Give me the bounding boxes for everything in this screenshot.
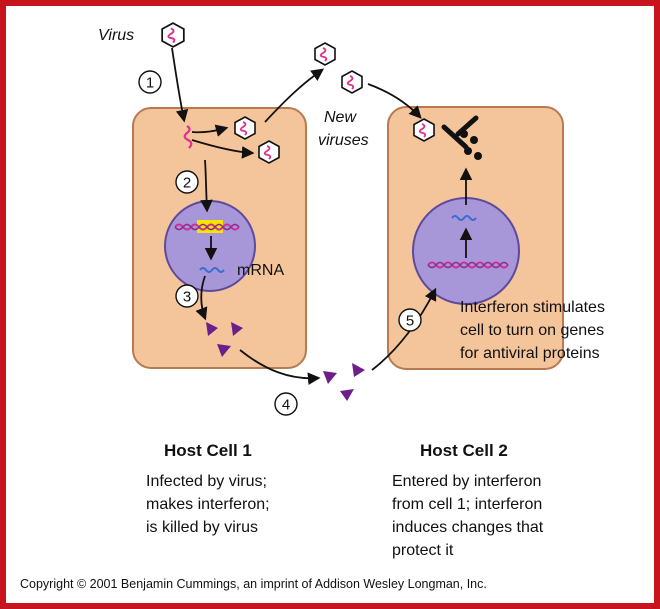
mrna-squiggle-cell-2 [451,215,477,221]
host-cell-2-desc-line-4: protect it [392,542,454,559]
mrna-squiggle-cell-1 [199,267,225,273]
interferon-molecule [340,389,354,401]
new-viruses-label-line-2: viruses [318,132,369,149]
dna-strand-cell-2b [427,261,509,269]
arrow-interferon-into-cell-2 [371,287,437,371]
step-4-number: 4 [282,397,290,414]
antiviral-protein [474,152,482,160]
interferon-molecule [352,363,365,377]
virus-icon-cell-2 [413,118,435,142]
virus-label: Virus [98,27,134,44]
interferon-gene-highlight [197,220,223,233]
viral-rna-in-cell-1 [183,125,193,149]
interferon-molecule [231,322,243,336]
virus-icon-new-a [314,42,336,66]
host-cell-1-desc-line-3: is killed by virus [146,519,258,536]
virus-icon-cell-1-b [258,140,280,164]
host-cell-2-desc-line-2: from cell 1; interferon [392,496,542,513]
step-4-marker: 4 [274,392,298,416]
antiviral-protein [460,130,468,138]
host-cell-2-title: Host Cell 2 [420,441,508,460]
interferon-note-line-3: for antiviral proteins [460,345,600,362]
host-cell-2-desc-line-3: induces changes that [392,519,544,536]
interferon-molecule [206,322,218,336]
interferon-molecule [217,344,231,357]
step-2-number: 2 [183,175,191,192]
virus-icon-new-b [341,70,363,94]
arrow-translation [195,275,208,321]
arrow-virus-entry [171,47,189,123]
interferon-note-line-1: Interferon stimulates [460,299,605,316]
dna-strand-cell-1b [174,223,240,231]
block-symbol [441,115,479,150]
antiviral-protein [470,136,478,144]
new-viruses-label-line-1: New [324,109,357,126]
copyright-notice: Copyright © 2001 Benjamin Cummings, an i… [20,577,487,591]
arrow-interferon-out [239,349,321,385]
step-5-marker: 5 [398,308,422,332]
arrow-replication-b [191,139,255,159]
virus-icon [161,22,185,48]
host-cell-1-desc-line-2: makes interferon; [146,496,270,513]
virus-icon-cell-1-a [234,116,256,140]
interferon-molecule [323,371,337,384]
step-2-marker: 2 [175,170,199,194]
interferon-note-line-2: cell to turn on genes [460,322,604,339]
arrow-viruses-to-cell-2 [367,83,422,119]
step-1-number: 1 [146,75,154,92]
arrow-viruses-release [264,68,325,123]
host-cell-2-desc-line-1: Entered by interferon [392,473,541,490]
host-cell-1-desc-line-1: Infected by virus; [146,473,267,490]
arrow-replication-a [191,124,229,137]
host-cell-1-title: Host Cell 1 [164,441,252,460]
arrow-to-nucleus [200,159,213,213]
step-3-marker: 3 [175,284,199,308]
step-1-marker: 1 [138,70,162,94]
antiviral-protein [464,147,472,155]
mrna-label: mRNA [237,262,284,279]
step-5-number: 5 [406,313,414,330]
step-3-number: 3 [183,289,191,306]
